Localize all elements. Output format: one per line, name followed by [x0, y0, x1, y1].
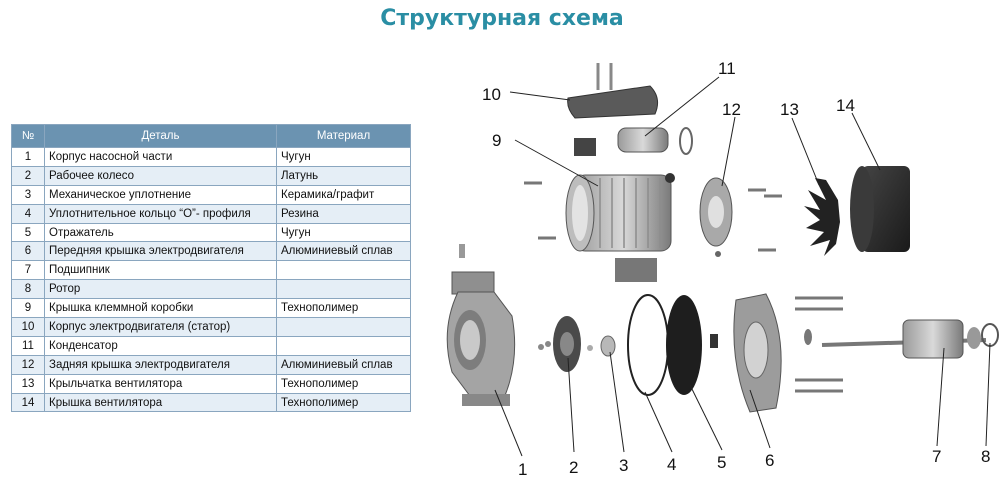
- callout-5: 5: [717, 453, 726, 472]
- cell-number: 6: [11, 241, 45, 262]
- cell-number: 8: [11, 279, 45, 300]
- impeller-part: [538, 316, 581, 372]
- callout-1: 1: [518, 460, 527, 479]
- deflector-part: [666, 295, 702, 395]
- callout-8: 8: [981, 447, 990, 466]
- capacitor-part: [574, 127, 693, 156]
- cell-part: Конденсатор: [44, 335, 277, 356]
- cell-material: Резина: [276, 203, 411, 224]
- rotor-part: [821, 319, 999, 359]
- cell-number: 1: [11, 147, 45, 167]
- callout-10: 10: [482, 85, 501, 104]
- cell-material: [276, 317, 411, 337]
- cell-part: Ротор: [44, 279, 277, 300]
- cell-material: Технополимер: [276, 373, 411, 394]
- callout-14: 14: [836, 96, 855, 115]
- cell-number: 11: [11, 335, 45, 356]
- cell-part: Задняя крышка электродвигателя: [44, 354, 277, 375]
- callout-9: 9: [492, 131, 501, 150]
- cell-part: Корпус электродвигателя (статор): [44, 317, 277, 337]
- cell-part: Рабочее колесо: [44, 165, 277, 186]
- cell-material: [276, 335, 411, 356]
- cell-number: 2: [11, 165, 45, 186]
- cell-material: Латунь: [276, 165, 411, 186]
- cell-part: Крыльчатка вентилятора: [44, 373, 277, 394]
- header-part: Деталь: [44, 124, 277, 148]
- cell-number: 10: [11, 317, 45, 337]
- cell-part: Подшипник: [44, 260, 277, 281]
- mechanical-seal-part: [587, 335, 616, 357]
- callout-3: 3: [619, 456, 628, 475]
- cell-part: Передняя крышка электродвигателя: [44, 241, 277, 262]
- motor-housing-part: [524, 173, 675, 282]
- header-material: Материал: [276, 124, 411, 148]
- cell-material: Алюминиевый сплав: [276, 354, 411, 375]
- leader-lines: [494, 76, 991, 457]
- cell-material: Алюминиевый сплав: [276, 241, 411, 262]
- fan-impeller-part: [804, 178, 840, 256]
- cell-number: 14: [11, 392, 45, 413]
- cell-material: [276, 260, 411, 281]
- cell-material: Керамика/графит: [276, 184, 411, 205]
- table-header-row: № Деталь Материал: [11, 124, 411, 148]
- cell-material: Технополимер: [276, 298, 411, 319]
- cell-number: 9: [11, 298, 45, 319]
- pump-body-part: [446, 244, 516, 406]
- callout-13: 13: [780, 100, 799, 119]
- callout-6: 6: [765, 451, 774, 470]
- cell-part: Уплотнительное кольцо “О”- профиля: [44, 203, 277, 224]
- callout-4: 4: [667, 455, 676, 474]
- cell-number: 13: [11, 373, 45, 394]
- front-motor-cover-part: [733, 293, 843, 413]
- cell-material: [276, 279, 411, 300]
- page-title: Структурная схема: [380, 6, 624, 31]
- cell-part: Механическое уплотнение: [44, 184, 277, 205]
- cell-material: Чугун: [276, 222, 411, 243]
- terminal-box-cover-part: [567, 63, 659, 119]
- callout-11: 11: [718, 59, 736, 78]
- cell-number: 4: [11, 203, 45, 224]
- callout-2: 2: [569, 458, 578, 477]
- cell-material: Чугун: [276, 147, 411, 167]
- callout-12: 12: [722, 100, 741, 119]
- callout-7: 7: [932, 447, 941, 466]
- cell-material: Технополимер: [276, 392, 411, 413]
- cell-number: 12: [11, 354, 45, 375]
- o-ring-part: [627, 294, 669, 396]
- rear-motor-cover-part: [699, 177, 782, 257]
- fan-cover-part: [850, 166, 910, 252]
- cell-part: Крышка вентилятора: [44, 392, 277, 413]
- cell-number: 7: [11, 260, 45, 281]
- cell-part: Крышка клеммной коробки: [44, 298, 277, 319]
